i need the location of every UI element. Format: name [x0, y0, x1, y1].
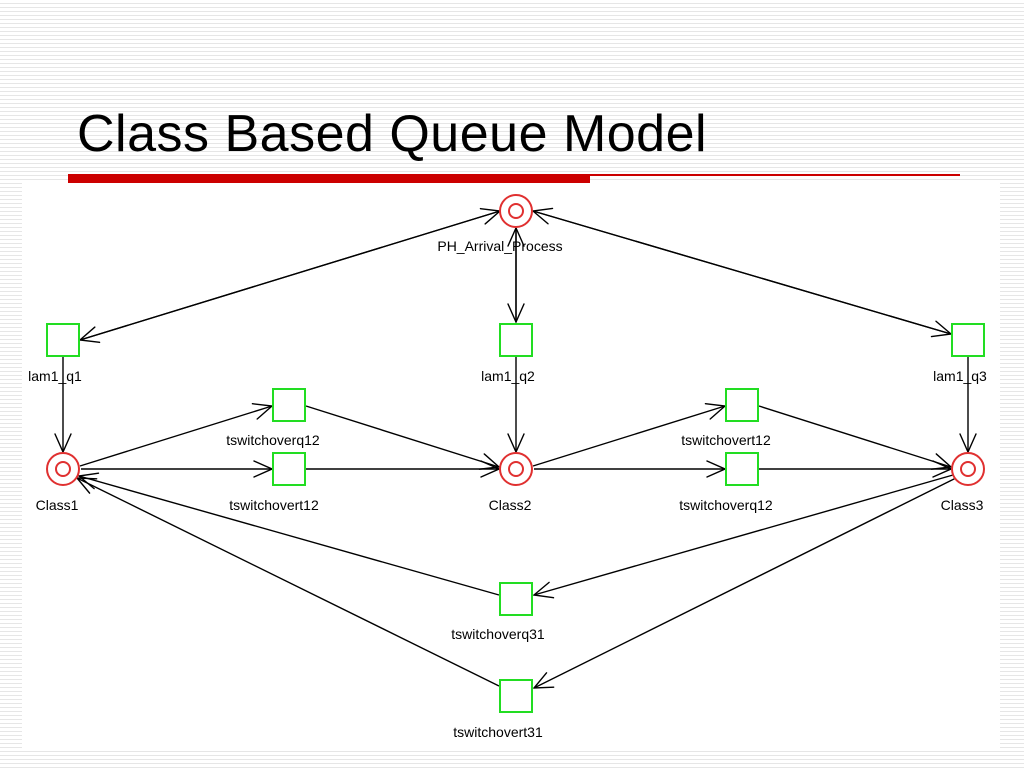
place-arrival[interactable] [499, 194, 533, 228]
transition-lam1[interactable] [46, 323, 80, 357]
transition-lam3[interactable] [951, 323, 985, 357]
title-underline-thick [68, 174, 590, 183]
transition-t1[interactable] [272, 388, 306, 422]
label-t1: tswitchoverq12 [226, 432, 320, 448]
arc-t1-class2 [305, 405, 499, 467]
label-t5: tswitchoverq31 [451, 626, 545, 642]
label-lam2: lam1_q2 [481, 368, 535, 384]
transition-lam2[interactable] [499, 323, 533, 357]
arcs [63, 211, 968, 688]
arc-t5-class1 [79, 476, 500, 596]
arc-class1-t1 [79, 406, 272, 467]
arc-t3-class3 [758, 405, 951, 467]
arc-lam1-arrival [79, 211, 500, 341]
transition-t3[interactable] [725, 388, 759, 422]
arc-class2-t3 [532, 406, 725, 467]
place-class2[interactable] [499, 452, 533, 486]
transition-t2[interactable] [272, 452, 306, 486]
title-underline-thin [590, 174, 960, 176]
places [46, 194, 985, 486]
transitions [46, 323, 985, 713]
label-arrival: PH_Arrival_Process [437, 238, 562, 254]
arc-lam3-arrival [533, 211, 952, 335]
label-class1: Class1 [36, 497, 79, 513]
label-class3: Class3 [941, 497, 984, 513]
arc-class3-t6 [534, 477, 957, 688]
arc-t6-class1 [77, 478, 500, 687]
label-t4: tswitchoverq12 [679, 497, 773, 513]
transition-t6[interactable] [499, 679, 533, 713]
label-class2: Class2 [489, 497, 532, 513]
label-t3: tswitchovert12 [681, 432, 771, 448]
label-t6: tswitchovert31 [453, 724, 543, 740]
label-lam3: lam1_q3 [933, 368, 987, 384]
label-lam1: lam1_q1 [28, 368, 82, 384]
transition-t4[interactable] [725, 452, 759, 486]
arc-class3-t5 [534, 474, 954, 595]
place-class3[interactable] [951, 452, 985, 486]
place-class1[interactable] [46, 452, 80, 486]
labels: PH_Arrival_Process Class1 Class2 Class3 … [28, 238, 987, 740]
slide-title: Class Based Queue Model [77, 105, 708, 163]
transition-t5[interactable] [499, 582, 533, 616]
label-t2: tswitchovert12 [229, 497, 319, 513]
